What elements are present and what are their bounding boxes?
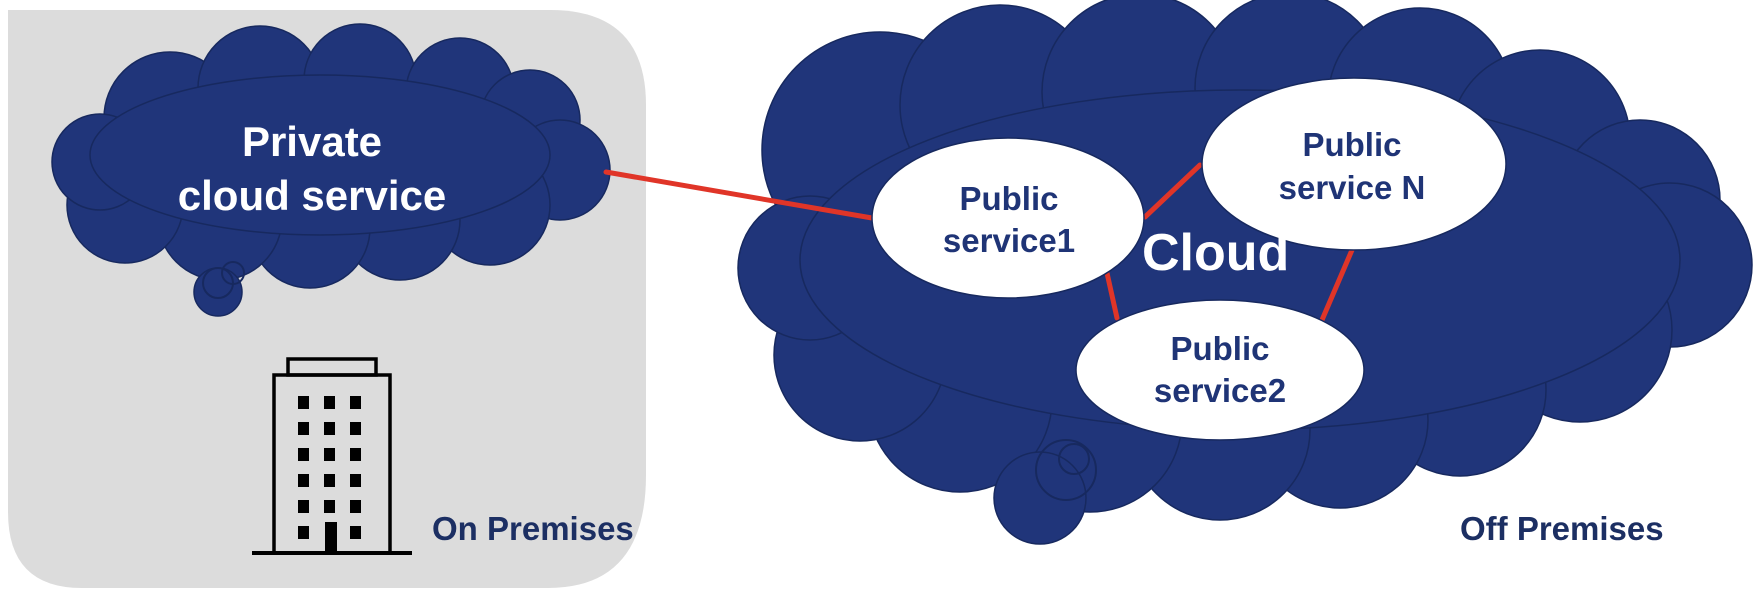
public-service-2-label-line1: Public bbox=[1170, 330, 1269, 367]
building-window bbox=[298, 396, 309, 409]
building-window bbox=[298, 474, 309, 487]
building-window bbox=[350, 526, 361, 539]
public-service-1-label-line2: service1 bbox=[943, 222, 1075, 259]
public-cloud-puff-large bbox=[993, 451, 1087, 545]
private-cloud-label-line1: Private bbox=[242, 118, 382, 165]
off-premises-label: Off Premises bbox=[1460, 510, 1664, 547]
public-service-1-label-line1: Public bbox=[959, 180, 1058, 217]
building-window bbox=[350, 448, 361, 461]
building-icon bbox=[252, 357, 412, 555]
building-window bbox=[324, 448, 335, 461]
public-service-n-label-line2: service N bbox=[1279, 169, 1426, 206]
public-service-2-label-line2: service2 bbox=[1154, 372, 1286, 409]
on-premises-label: On Premises bbox=[432, 510, 634, 547]
building-window bbox=[298, 448, 309, 461]
building-window bbox=[324, 396, 335, 409]
public-cloud-puff-outline-2 bbox=[1058, 443, 1090, 475]
public-service-n-label-line1: Public bbox=[1302, 126, 1401, 163]
public-service-2-node bbox=[1075, 299, 1365, 441]
building-window bbox=[324, 422, 335, 435]
private-cloud-puff-outline-2 bbox=[221, 261, 245, 285]
building-window bbox=[324, 474, 335, 487]
cloud-label: Cloud bbox=[1142, 224, 1289, 282]
private-cloud-label-line2: cloud service bbox=[178, 172, 446, 219]
link-service1-to-service2 bbox=[1104, 270, 1120, 321]
building-window bbox=[298, 422, 309, 435]
building-window bbox=[350, 396, 361, 409]
building-window bbox=[350, 474, 361, 487]
building-window bbox=[350, 500, 361, 513]
public-service-n-node bbox=[1201, 77, 1507, 251]
private-cloud-shape bbox=[51, 23, 611, 289]
link-serviceN-to-service2 bbox=[1319, 247, 1355, 323]
building-window bbox=[298, 500, 309, 513]
building-door bbox=[325, 522, 337, 553]
link-service1-to-serviceN bbox=[1142, 162, 1203, 220]
private-cloud-puff-large bbox=[193, 267, 243, 317]
building-window bbox=[350, 422, 361, 435]
public-service-1-node bbox=[871, 137, 1145, 299]
building-window bbox=[298, 526, 309, 539]
public-cloud-puff-outline-1 bbox=[1035, 439, 1097, 501]
building-window bbox=[324, 500, 335, 513]
link-private-to-service1 bbox=[603, 169, 875, 221]
